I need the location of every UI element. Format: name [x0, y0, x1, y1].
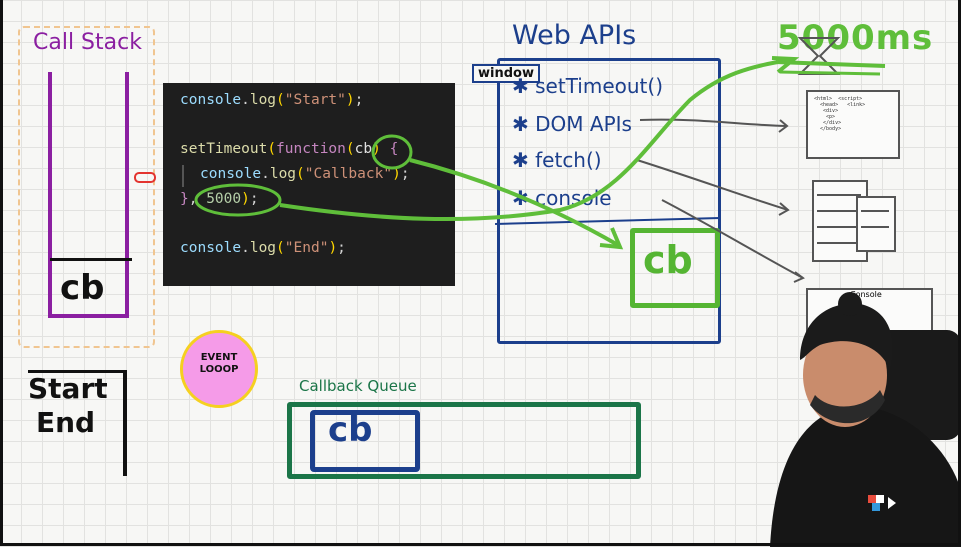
code-line-5: console.log("End");	[180, 240, 346, 256]
arrow-delay-to-timer	[279, 58, 791, 222]
hourglass-icon	[797, 37, 841, 75]
face-icon	[803, 323, 887, 427]
web-apis-container	[497, 58, 721, 344]
web-api-item: ✱ setTimeout()	[512, 74, 663, 98]
code-line-4: }, 5000);	[180, 191, 259, 207]
hair-icon	[800, 303, 893, 370]
call-stack-bottom	[48, 314, 129, 318]
delay-highlight-circle	[194, 183, 282, 217]
console-output-line: End	[36, 406, 96, 439]
call-stack-right-wall	[125, 72, 129, 318]
arrow-console	[661, 199, 804, 279]
web-api-item: ✱ fetch()	[512, 148, 602, 172]
call-stack-outline	[18, 26, 155, 348]
console-output-right-edge	[123, 370, 127, 476]
console-output-top-edge	[28, 370, 126, 373]
arrow-fetch	[636, 159, 789, 211]
arrow-dom	[639, 118, 788, 127]
web-api-item: ✱ DOM APIs	[512, 112, 632, 136]
call-stack-frame-divider	[50, 258, 132, 261]
pointer-mark-icon	[134, 172, 156, 183]
console-output-line: Start	[28, 372, 108, 405]
call-stack-frame-cb: cb	[60, 268, 105, 308]
web-api-callback-box	[630, 228, 720, 308]
web-api-callback-label: cb	[643, 238, 693, 282]
cb-highlight-circle	[371, 134, 413, 170]
callback-queue-container	[287, 402, 641, 479]
hoodie-icon	[770, 405, 961, 547]
code-line-1: console.log("Start");	[180, 92, 364, 108]
beard-icon	[810, 390, 885, 424]
html-lines-icon: <html> <script> <head> <link> <div> <p> …	[814, 96, 866, 132]
event-loop-badge	[180, 330, 258, 408]
devtools-console-tab: Console	[850, 290, 882, 299]
web-apis-title: Web APIs	[512, 20, 637, 51]
indent-guide	[182, 165, 184, 187]
callback-queue-item: cb	[328, 410, 373, 450]
arrow-cb-to-webapi	[409, 158, 619, 247]
event-loop-label: EVENT LOOOP	[199, 352, 239, 375]
chair-icon	[870, 330, 961, 440]
code-snippet: console.log("Start"); setTimeout(functio…	[163, 83, 455, 286]
presenter-webcam	[770, 292, 961, 547]
code-line-3: console.log("Callback");	[200, 166, 410, 182]
call-stack-title: Call Stack	[33, 30, 142, 55]
callback-queue-title: Callback Queue	[299, 377, 417, 395]
logo-icon	[868, 495, 896, 511]
call-stack-left-wall	[48, 72, 52, 318]
code-line-2: setTimeout(function(cb) {	[180, 141, 399, 157]
callback-queue-item-box	[310, 410, 420, 472]
window-label: window	[472, 64, 540, 83]
dom-document-sketch: <html> <script> <head> <link> <div> <p> …	[806, 90, 900, 159]
server-rack-icon	[856, 196, 896, 252]
